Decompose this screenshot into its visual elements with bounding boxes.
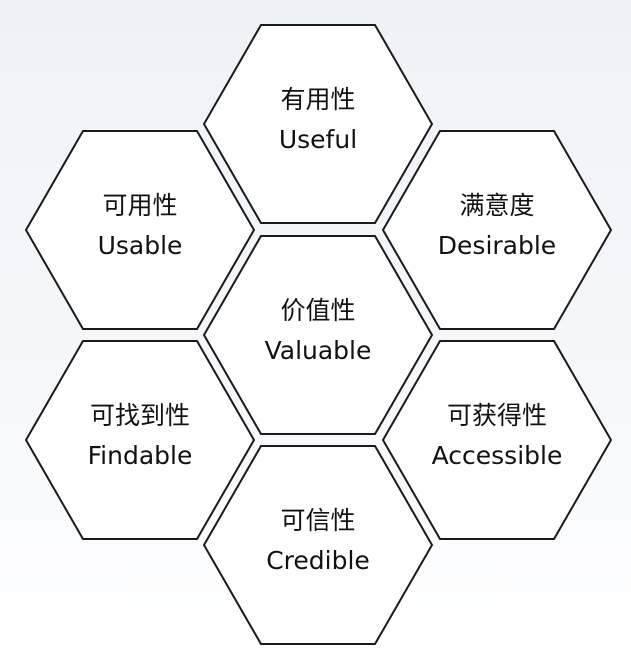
label-zh: 可用性 bbox=[102, 191, 178, 220]
hex-label-accessible: 可获得性 Accessible bbox=[397, 396, 597, 476]
label-en: Accessible bbox=[431, 441, 563, 470]
hex-label-findable: 可找到性 Findable bbox=[40, 396, 240, 476]
label-zh: 可信性 bbox=[280, 506, 356, 535]
hex-label-valuable: 价值性 Valuable bbox=[218, 291, 418, 371]
hexagon-useful bbox=[202, 24, 434, 224]
hexagon-usable bbox=[24, 130, 256, 330]
label-zh: 满意度 bbox=[459, 191, 535, 220]
hex-label-useful: 有用性 Useful bbox=[218, 80, 418, 160]
hexagon-desirable bbox=[381, 130, 613, 330]
label-zh: 价值性 bbox=[280, 296, 356, 325]
label-zh: 可找到性 bbox=[89, 401, 190, 430]
label-zh: 有用性 bbox=[280, 85, 356, 114]
label-en: Valuable bbox=[264, 336, 372, 365]
label-en: Credible bbox=[266, 546, 370, 575]
hex-label-usable: 可用性 Usable bbox=[40, 186, 240, 266]
label-en: Desirable bbox=[437, 231, 557, 260]
hexagon-credible bbox=[202, 445, 434, 645]
label-en: Findable bbox=[87, 441, 193, 470]
label-en: Useful bbox=[278, 125, 358, 154]
hex-label-credible: 可信性 Credible bbox=[218, 501, 418, 581]
label-zh: 可获得性 bbox=[446, 401, 547, 430]
hexagon-accessible bbox=[381, 340, 613, 540]
hexagon-valuable bbox=[202, 235, 434, 435]
hexagon-findable bbox=[24, 340, 256, 540]
label-en: Usable bbox=[97, 231, 183, 260]
hex-label-desirable: 满意度 Desirable bbox=[397, 186, 597, 266]
